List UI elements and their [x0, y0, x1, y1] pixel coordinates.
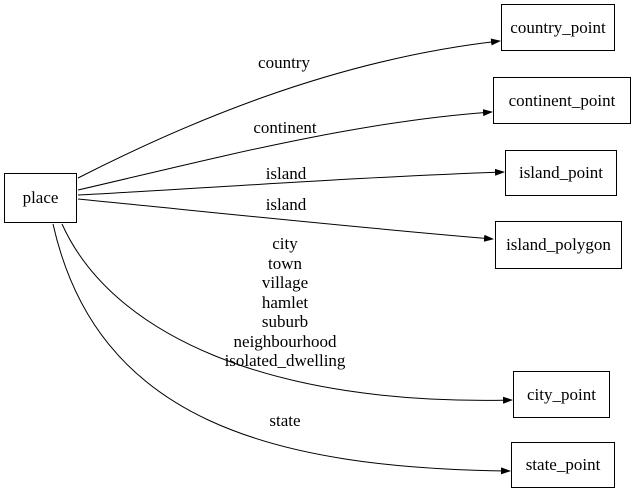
edge-label-village: village [261, 273, 309, 292]
edge-place-continent-point [77, 109, 493, 191]
edge-label-town: town [268, 253, 302, 273]
edge-label-island-1: island [265, 164, 307, 183]
edge-label-island-2: island [265, 195, 307, 214]
node-city-point: city_point [513, 371, 610, 418]
node-island-polygon-label: island_polygon [506, 235, 611, 254]
node-city-point-label: city_point [527, 384, 596, 404]
node-state-point-label: state_point [525, 455, 601, 474]
node-state-point: state_point [511, 442, 615, 488]
edge-label-country: country [258, 53, 310, 72]
edge-label-city-group: city town village hamlet suburb neighbou… [225, 234, 346, 371]
node-island-polygon: island_polygon [495, 221, 622, 269]
edge-label-hamlet: hamlet [261, 292, 309, 312]
edge-place-country-point [77, 38, 501, 179]
node-place-label: place [22, 188, 59, 207]
node-country-point: country_point [501, 4, 615, 51]
edge-label-state: state [269, 411, 301, 430]
edge-label-city: city [272, 234, 298, 253]
edge-label-isolated-dwelling: isolated_dwelling [224, 351, 346, 370]
node-continent-point-label: continent_point [508, 90, 616, 110]
node-country-point-label: country_point [510, 17, 606, 37]
edge-place-island-point [77, 168, 505, 196]
edge-place-city-point [61, 223, 513, 404]
node-island-point: island_point [505, 150, 617, 196]
edge-label-neighbourhood: neighbourhood [233, 331, 337, 351]
edge-label-continent: continent [253, 118, 317, 137]
edge-place-island-polygon [77, 198, 494, 242]
node-continent-point: continent_point [493, 77, 631, 124]
node-island-point-label: island_point [518, 163, 604, 182]
edge-place-state-point [52, 223, 511, 475]
edge-label-suburb: suburb [261, 312, 309, 331]
node-place: place [4, 173, 77, 223]
